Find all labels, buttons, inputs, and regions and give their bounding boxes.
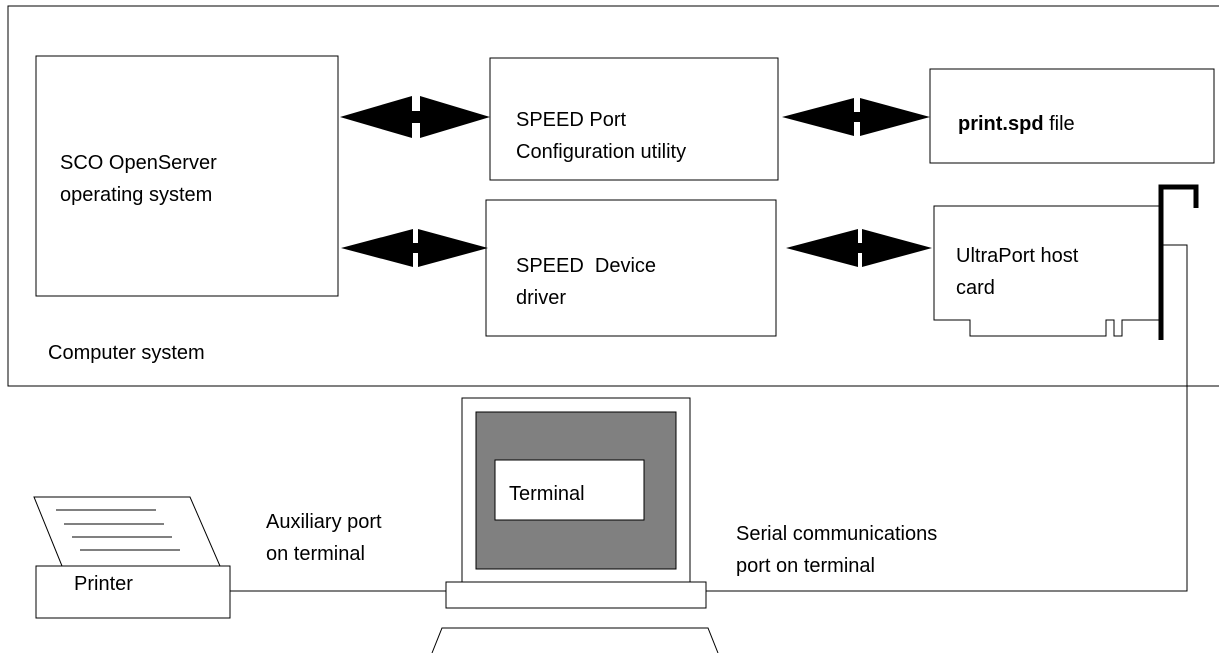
host-card-bracket [1158, 184, 1199, 340]
print-spd-file-label: print.spd file [958, 108, 1075, 140]
arrow-config-file [782, 98, 930, 136]
os-box [35, 55, 339, 297]
device-driver-label: SPEED Device driver [516, 250, 656, 314]
driver-label-line2: driver [516, 287, 567, 309]
terminal-label: Terminal [509, 483, 585, 505]
printer-body [35, 565, 231, 619]
device-driver-box [485, 199, 777, 337]
arrow-driver-card [786, 229, 932, 267]
os-label-line2: operating system [60, 184, 213, 206]
config-label-line1: SPEED Port [516, 109, 627, 131]
terminal-label-box [494, 459, 645, 521]
config-utility-box [489, 57, 779, 181]
os-label-line1: SCO OpenServer [60, 152, 217, 174]
file-name: print.spd [958, 113, 1044, 135]
terminal-base [445, 581, 707, 609]
printer-paper [33, 496, 221, 567]
config-utility-label: SPEED Port Configuration utility [516, 104, 686, 168]
print-spd-file-box [929, 68, 1215, 164]
aux-label-line1: Auxiliary port [266, 511, 382, 533]
config-label-line2: Configuration utility [516, 141, 687, 163]
computer-system-border [7, 5, 1219, 387]
arrow-os-config [340, 96, 490, 138]
auxiliary-port-label: Auxiliary port on terminal [266, 506, 382, 570]
terminal-keyboard [431, 627, 719, 653]
arrow-os-driver [341, 229, 488, 267]
host-card-outline [933, 205, 1160, 337]
aux-label-line2: on terminal [266, 543, 365, 565]
os-label: SCO OpenServer operating system [60, 147, 217, 211]
printer-label: Printer [74, 573, 133, 595]
driver-label-line1: SPEED Device [516, 255, 657, 277]
serial-port-label: Serial communications port on terminal [736, 518, 937, 582]
computer-system-label: Computer system [48, 342, 205, 364]
host-card-label: UltraPort host card [956, 240, 1078, 304]
serial-cable [706, 244, 1188, 592]
serial-label-line1: Serial communications [736, 523, 938, 545]
file-suffix: file [1049, 113, 1075, 135]
serial-label-line2: port on terminal [736, 555, 875, 577]
card-label-line1: UltraPort host [956, 245, 1079, 267]
card-label-line2: card [956, 277, 995, 299]
